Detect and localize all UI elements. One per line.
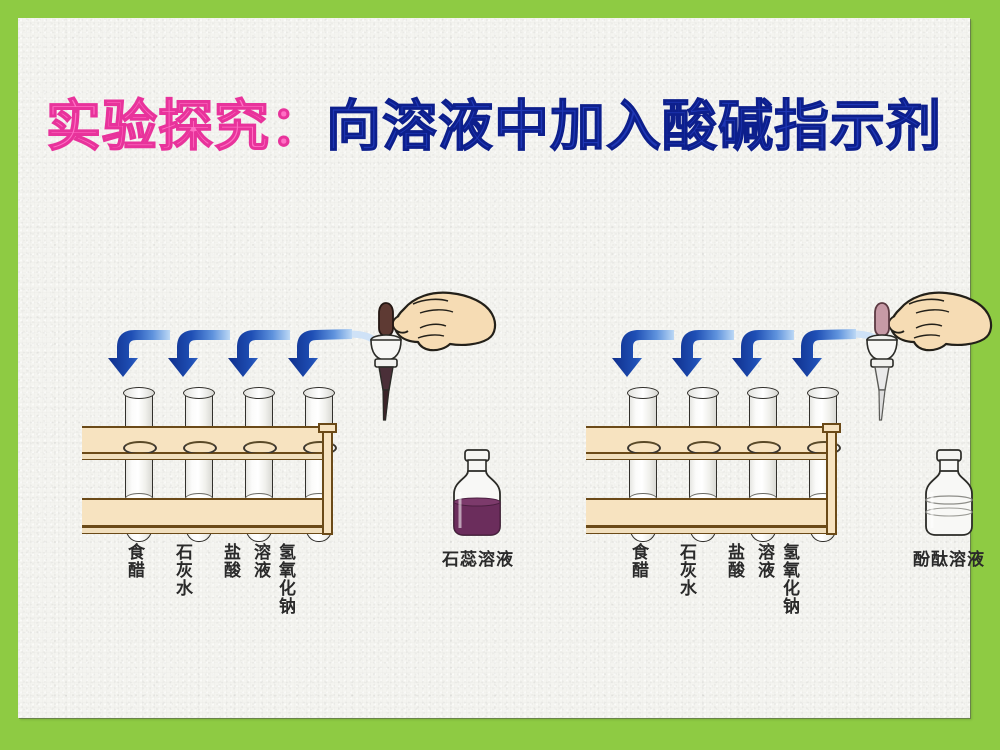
hand-with-dropper-litmus <box>370 291 497 421</box>
test-tube-rack-phenolphthalein <box>586 383 846 542</box>
arrow-group-litmus <box>108 329 376 377</box>
tube-label-sodium-hydroxide: 氢氧化钠 <box>779 543 799 615</box>
bottle-label-phenolphthalein: 酚酞溶液 <box>913 550 985 570</box>
test-tube-rim <box>303 387 335 399</box>
rack-bottom-rail <box>82 527 330 534</box>
tube-label-solution: 溶液 <box>754 543 774 579</box>
arrow-group-phenolphthalein <box>612 329 880 377</box>
title-prefix: 实验探究： <box>45 92 326 158</box>
experiment-litmus: 食醋 石灰水 盐酸 溶液 氢氧化钠 <box>18 18 518 718</box>
rack-middle-rail <box>82 453 330 460</box>
page-title: 实验探究：向溶液中加入酸碱指示剂 <box>18 92 970 159</box>
test-tube-rim <box>687 387 719 399</box>
tube-label-vinegar: 食醋 <box>628 543 648 579</box>
test-tube-rim <box>747 387 779 399</box>
tube-label-limewater: 石灰水 <box>172 543 192 597</box>
tube-label-limewater: 石灰水 <box>676 543 696 597</box>
test-tube-rim <box>123 387 155 399</box>
test-tube-rim <box>243 387 275 399</box>
test-tube-rack-litmus <box>82 383 342 542</box>
tube-label-vinegar: 食醋 <box>124 543 144 579</box>
rack-lower-shelf <box>82 498 330 527</box>
test-tube-rim <box>183 387 215 399</box>
rack-post-cap <box>318 423 337 433</box>
rack-lower-shelf <box>586 498 834 527</box>
bottle-label-litmus: 石蕊溶液 <box>442 550 514 570</box>
tube-label-solution: 溶液 <box>250 543 270 579</box>
hand-with-dropper-phenolphthalein <box>866 291 993 421</box>
rack-middle-rail <box>586 453 834 460</box>
paper-background: 实验探究：向溶液中加入酸碱指示剂 <box>18 18 993 718</box>
test-tube-rim <box>627 387 659 399</box>
rack-post <box>826 426 837 535</box>
rack-bottom-rail <box>586 527 834 534</box>
rack-post-cap <box>822 423 841 433</box>
title-main: 向溶液中加入酸碱指示剂 <box>325 92 943 158</box>
test-tube-rim <box>807 387 839 399</box>
tube-label-hydrochloric: 盐酸 <box>220 543 240 579</box>
rack-post <box>322 426 333 535</box>
reagent-bottle-litmus <box>453 449 501 536</box>
tube-label-sodium-hydroxide: 氢氧化钠 <box>275 543 295 615</box>
reagent-bottle-phenolphthalein <box>925 449 973 536</box>
tube-label-hydrochloric: 盐酸 <box>724 543 744 579</box>
experiment-phenolphthalein: 食醋 石灰水 盐酸 溶液 氢氧化钠 <box>506 18 993 718</box>
